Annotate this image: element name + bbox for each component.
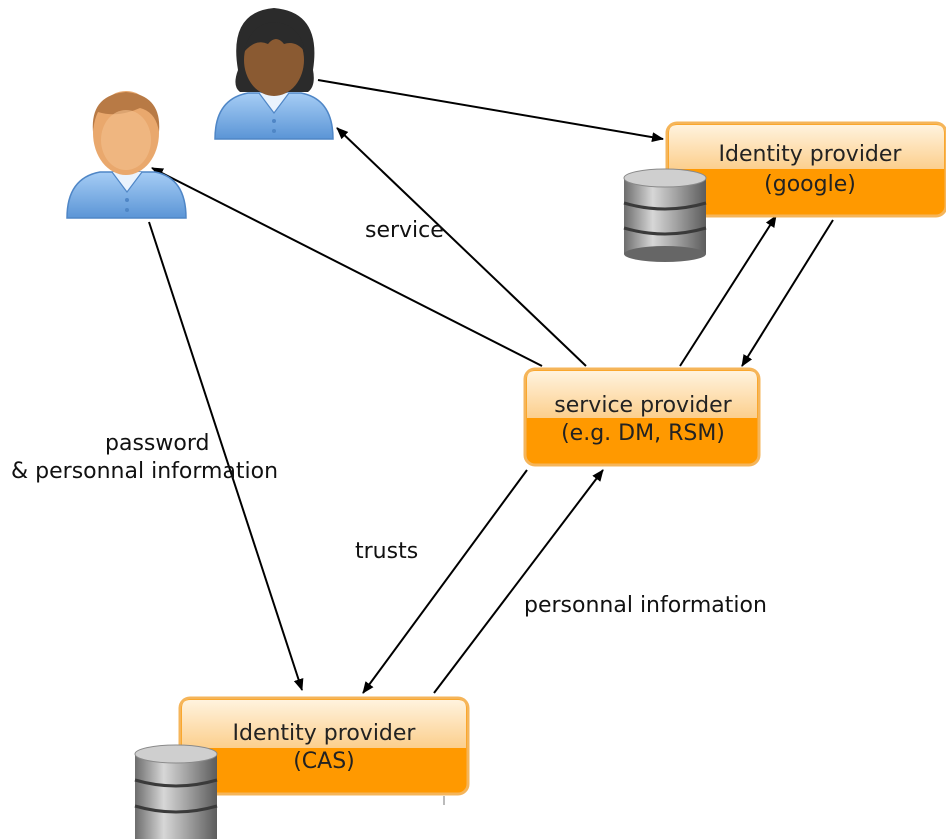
idp-cas-subtitle: (CAS) xyxy=(293,749,355,774)
service-provider-subtitle: (e.g. DM, RSM) xyxy=(561,421,725,446)
idp-google-box: Identity provider (google) xyxy=(665,121,946,218)
database-icon xyxy=(134,744,218,839)
arrow-sp-to-google xyxy=(679,215,777,367)
arrow-user2-to-google xyxy=(317,79,664,143)
service-provider-box: service provider (e.g. DM, RSM) xyxy=(523,367,761,467)
service-provider-title: service provider xyxy=(554,393,732,418)
label-personnal-information: personnal information xyxy=(524,593,767,618)
idp-google-subtitle: (google) xyxy=(764,172,856,197)
label-service: service xyxy=(365,218,444,243)
label-trusts: trusts xyxy=(355,539,418,564)
idp-cas-title: Identity provider xyxy=(233,721,417,746)
arrows xyxy=(148,79,834,694)
idp-cas-box: Identity provider (CAS) xyxy=(178,696,470,805)
arrow-sp-to-cas xyxy=(362,469,528,694)
arrow-sp-to-user2 xyxy=(336,127,587,367)
user-icon xyxy=(214,8,334,140)
label-password: password xyxy=(105,431,209,456)
arrow-google-to-sp xyxy=(741,219,834,367)
database-icon xyxy=(623,168,707,262)
arrow-cas-to-sp xyxy=(433,469,604,694)
arrow-user1-to-cas xyxy=(148,221,304,691)
user-icon xyxy=(66,91,187,219)
idp-google-title: Identity provider xyxy=(719,142,903,167)
label-password-info: & personnal information xyxy=(11,459,278,484)
arrow-sp-to-user1 xyxy=(151,167,543,367)
